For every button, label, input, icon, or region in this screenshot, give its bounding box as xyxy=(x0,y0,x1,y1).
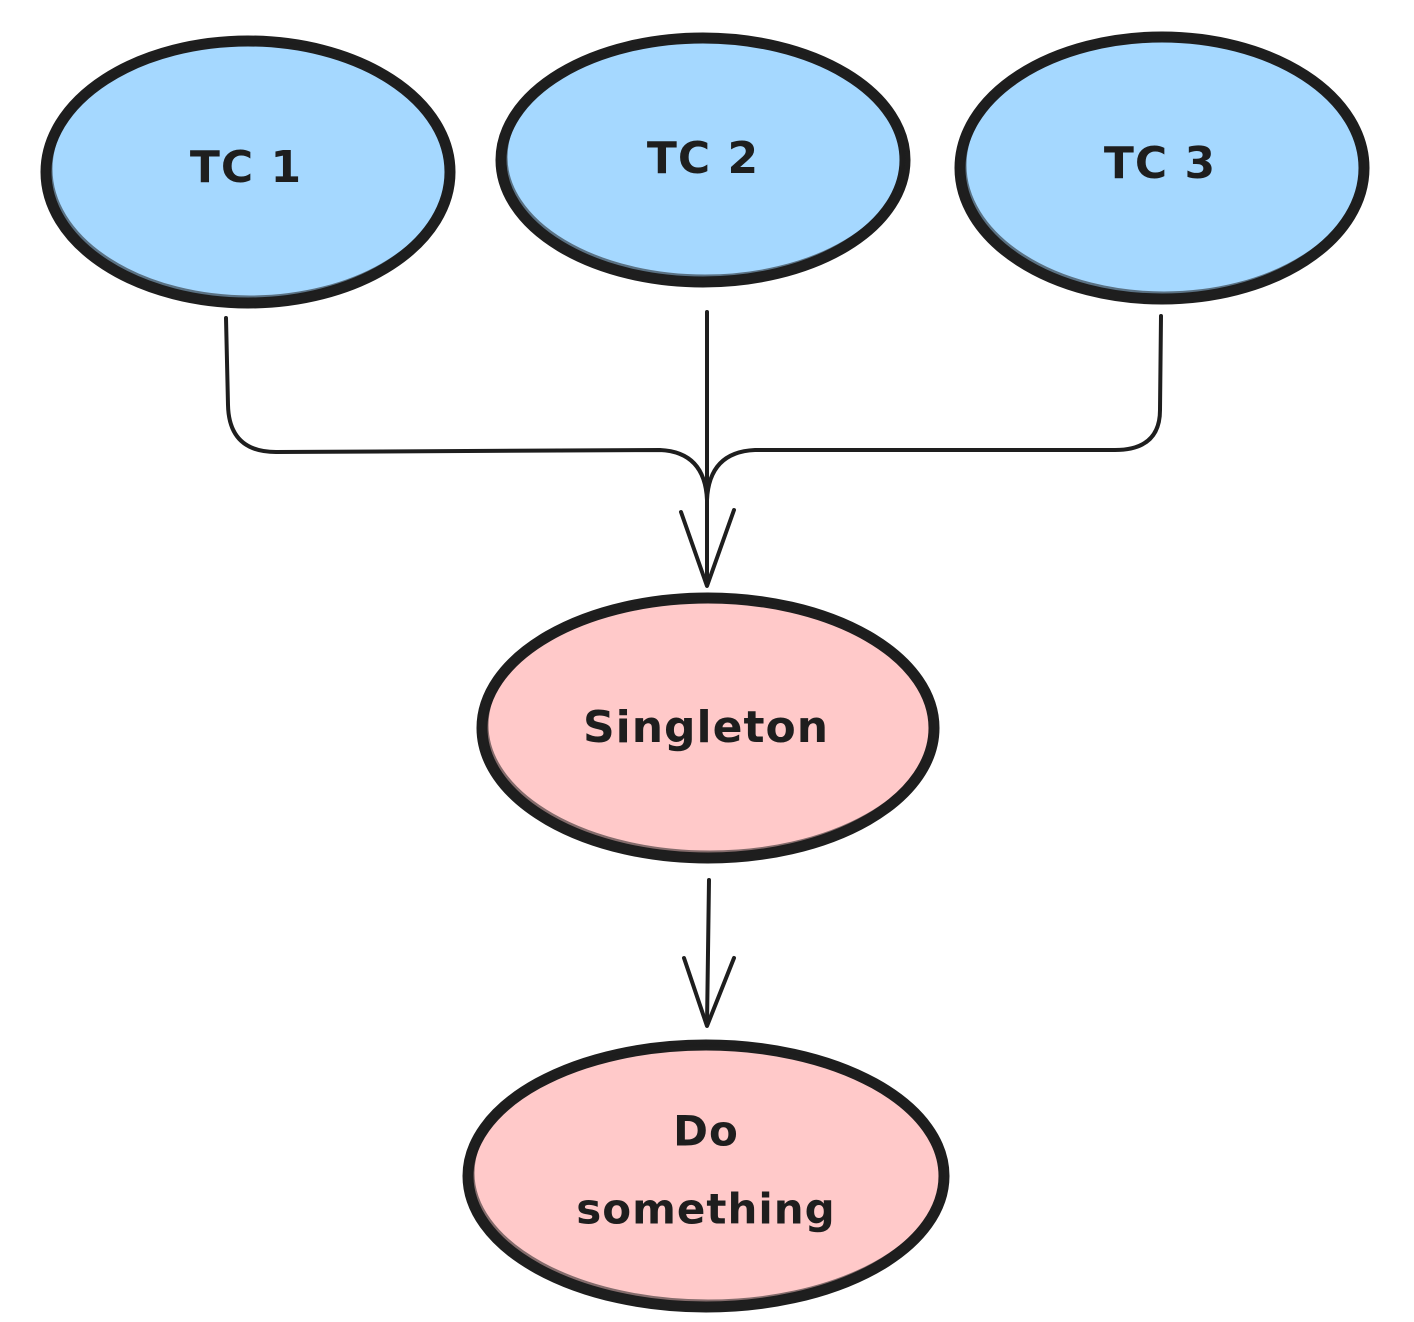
node-tc1-label: TC 1 xyxy=(190,142,302,193)
node-tc2-label: TC 2 xyxy=(647,133,759,184)
arrowhead-do-something xyxy=(682,956,736,1028)
node-singleton-outline xyxy=(485,596,935,854)
node-do-something-label-line2: something xyxy=(576,1185,835,1234)
node-do-something-outline xyxy=(471,1043,945,1303)
node-singleton-label: Singleton xyxy=(583,702,829,753)
node-tc2-outline xyxy=(504,36,906,278)
node-tc3-label: TC 3 xyxy=(1104,138,1216,189)
node-tc3-outline xyxy=(963,35,1365,295)
edges xyxy=(224,310,1163,1028)
node-singleton[interactable]: Singleton xyxy=(476,592,940,864)
arrowhead-singleton xyxy=(679,508,736,588)
node-tc1-outline xyxy=(49,39,451,299)
node-do-something-label-line1: Do xyxy=(673,1107,739,1156)
node-do-something[interactable]: Do something xyxy=(462,1039,950,1313)
node-tc3[interactable]: TC 3 xyxy=(954,31,1370,305)
edge-tc3-to-singleton xyxy=(705,314,1163,502)
node-tc2[interactable]: TC 2 xyxy=(495,32,911,288)
edge-tc1-to-singleton xyxy=(224,316,709,587)
node-tc1[interactable]: TC 1 xyxy=(40,35,456,309)
edge-singleton-to-do-something xyxy=(705,878,711,1027)
